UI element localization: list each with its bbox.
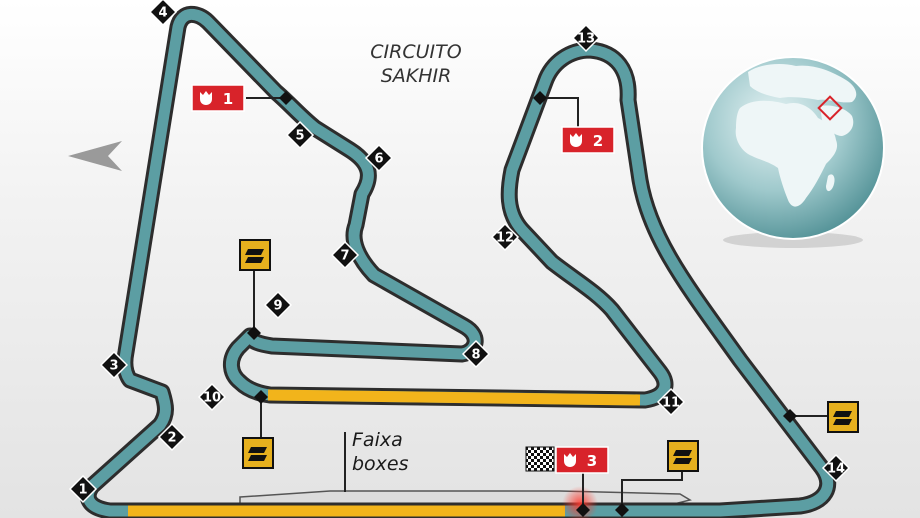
node-drs-4 <box>615 503 629 517</box>
turn-number: 13 <box>577 32 595 47</box>
speed-zone-number: 1 <box>223 90 233 108</box>
drs-icon <box>248 447 267 461</box>
turn-diamond <box>148 0 178 27</box>
turn-diamond <box>656 387 686 417</box>
turn-diamond <box>263 290 293 320</box>
speed-zone-3: 3 <box>555 446 609 474</box>
title-line-1: CIRCUITO <box>370 41 461 63</box>
node-speed-2 <box>533 91 547 105</box>
turn-diamond <box>157 422 187 452</box>
turn-diamond <box>461 339 491 369</box>
back-straight-highlight <box>267 389 641 406</box>
turn-marker-4: 4 <box>148 0 178 27</box>
turn-number: 9 <box>273 299 282 314</box>
turn-number: 6 <box>374 152 383 167</box>
turn-diamond <box>197 382 227 412</box>
turn-marker-3: 3 <box>99 350 129 380</box>
drs-icon <box>833 411 852 425</box>
speed-zone-1: 1 <box>191 84 245 112</box>
turn-marker-2: 2 <box>157 422 187 452</box>
turn-number: 14 <box>827 462 845 477</box>
turn-diamond <box>68 474 98 504</box>
title-line-2: SAKHIR <box>381 65 452 87</box>
globe-icon <box>701 56 885 248</box>
turn-number: 5 <box>295 129 304 144</box>
speed-zone-box <box>561 126 615 154</box>
turn-marker-8: 8 <box>461 339 491 369</box>
node-drs-3 <box>783 409 797 423</box>
turn-diamond <box>364 143 394 173</box>
node-speed-3 <box>576 503 590 517</box>
leader-drs-4 <box>621 467 683 510</box>
drs-icon <box>245 249 264 263</box>
speed-zone-box <box>555 446 609 474</box>
speed-zone-number: 2 <box>593 132 603 150</box>
drs-marker-1 <box>239 239 271 271</box>
pit-lane-label-2: boxes <box>352 453 409 475</box>
speed-zone-2: 2 <box>561 126 615 154</box>
turn-marker-5: 5 <box>285 120 315 150</box>
speed-trap-icon <box>564 453 576 467</box>
turn-number: 12 <box>496 231 514 246</box>
turn-marker-7: 7 <box>330 240 360 270</box>
leader-speed-2 <box>540 97 579 130</box>
turn-number: 3 <box>109 359 118 374</box>
drs-marker-4 <box>667 440 699 472</box>
speed-zones: 123 <box>191 84 615 474</box>
turn-diamond <box>821 453 851 483</box>
globe-land-madagascar <box>826 174 835 192</box>
globe-land-africa <box>735 100 838 207</box>
track <box>79 5 837 518</box>
node-drs-2 <box>254 390 268 404</box>
node-speed-1 <box>279 91 293 105</box>
turn-number: 1 <box>78 483 87 498</box>
turn-number: 2 <box>167 431 176 446</box>
turn-marker-9: 9 <box>263 290 293 320</box>
drs-marker-3 <box>827 401 859 433</box>
turn-number: 4 <box>158 6 167 21</box>
turn-number: 8 <box>471 348 480 363</box>
turn-number: 10 <box>203 391 221 406</box>
turn-marker-10: 10 <box>197 382 227 412</box>
turn-diamond <box>285 120 315 150</box>
turn-marker-12: 12 <box>490 222 520 252</box>
node-drs-1 <box>247 326 261 340</box>
globe-land-europe <box>748 64 857 103</box>
speed-trap-icon <box>570 133 582 147</box>
drs-icon <box>673 450 692 464</box>
turn-marker-1: 1 <box>68 474 98 504</box>
turn-diamond <box>571 23 601 53</box>
drs-markers <box>239 239 859 472</box>
speed-trap-icon <box>200 91 212 105</box>
track-nodes <box>247 91 797 517</box>
turn-diamond <box>490 222 520 252</box>
speed-zone-box <box>191 84 245 112</box>
track-surface <box>82 8 834 517</box>
circuit-title: CIRCUITO SAKHIR <box>370 41 461 87</box>
turn-marker-6: 6 <box>364 143 394 173</box>
direction-arrow-icon <box>68 141 122 171</box>
turn-marker-11: 11 <box>656 387 686 417</box>
bahrain-locator <box>817 95 843 121</box>
turn-number: 11 <box>662 396 680 411</box>
checkered-flag-icon <box>525 446 555 472</box>
globe-land-arabia <box>820 105 854 136</box>
speed-zone-number: 3 <box>587 452 597 470</box>
turn-diamond <box>330 240 360 270</box>
turn-diamond <box>99 350 129 380</box>
drs-marker-2 <box>242 437 274 469</box>
turn-marker-14: 14 <box>821 453 851 483</box>
turn-number: 7 <box>340 249 349 264</box>
turn-marker-13: 13 <box>571 23 601 53</box>
pit-lane-label-1: Faixa <box>352 429 403 451</box>
